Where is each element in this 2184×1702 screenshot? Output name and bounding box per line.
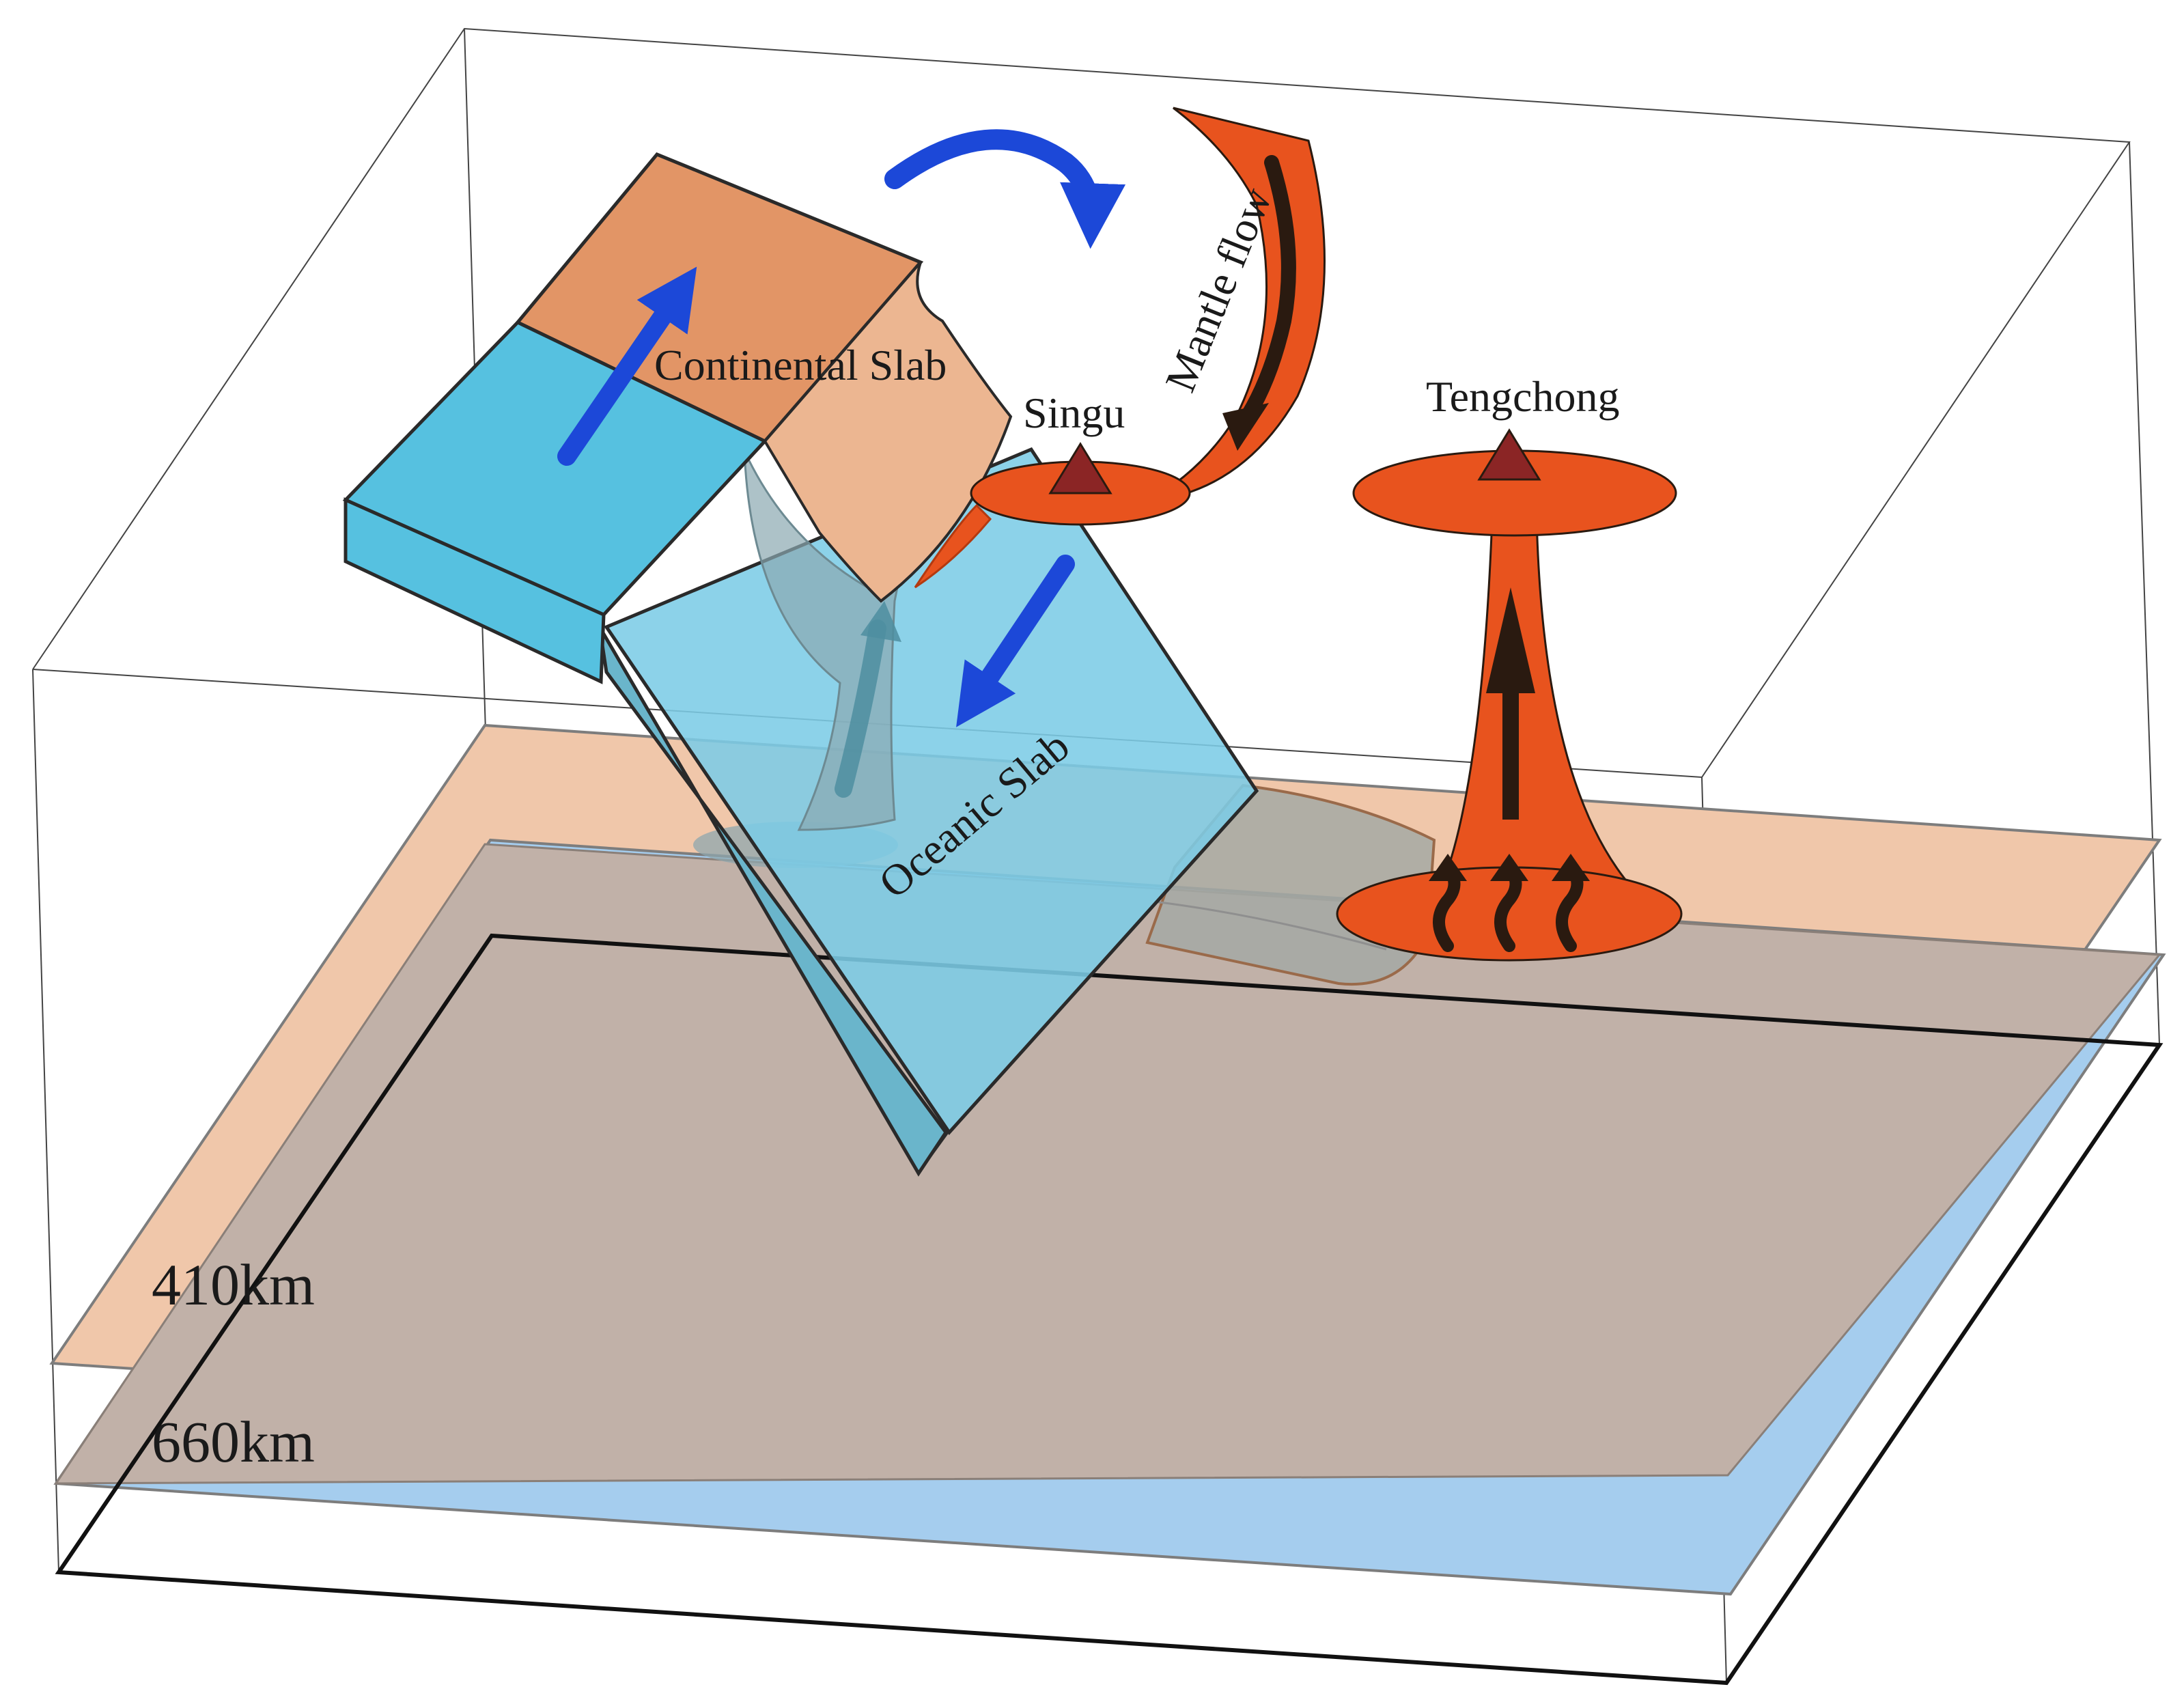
plane-overlap [54, 843, 2162, 1485]
mantle-flow [1147, 107, 1326, 503]
depth-660-label: 660km [152, 1409, 315, 1475]
tengchong-plume [1336, 428, 1683, 962]
singu-label: Singu [1023, 389, 1125, 437]
tengchong-label: Tengchong [1426, 372, 1619, 421]
depth-410-label: 410km [152, 1252, 315, 1317]
singu-volcano-icon [1048, 442, 1112, 494]
plume-up-arrow-icon [1486, 587, 1535, 693]
base-frame [55, 933, 2164, 1686]
singu-volcano [970, 442, 1191, 526]
oceanic-subduction-arrow [956, 555, 1075, 727]
drip-arrow [835, 619, 886, 798]
mantle-flow-arrow-icon [1235, 155, 1296, 431]
tengchong-volcano-icon [1477, 428, 1541, 481]
continental-slab-label: Continental Slab [654, 341, 947, 389]
blue-arrows [557, 129, 1126, 727]
circulation-arrow [884, 129, 1126, 249]
continental-uplift-arrow [557, 266, 697, 466]
melt-wedge [914, 503, 992, 589]
